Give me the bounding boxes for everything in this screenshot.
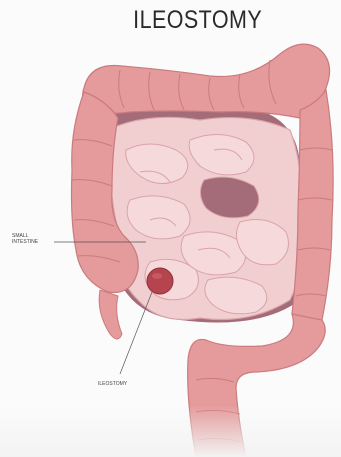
ileostomy-stoma xyxy=(147,268,173,294)
small-intestine-label: SMALL INTESTINE xyxy=(12,233,52,245)
bottom-fade xyxy=(0,405,341,457)
small-intestine-label-line2: INTESTINE xyxy=(12,239,52,245)
ileostomy-leader-line xyxy=(120,292,152,374)
small-intestine xyxy=(110,117,303,319)
ileostomy-label: ILEOSTOMY xyxy=(98,381,127,387)
